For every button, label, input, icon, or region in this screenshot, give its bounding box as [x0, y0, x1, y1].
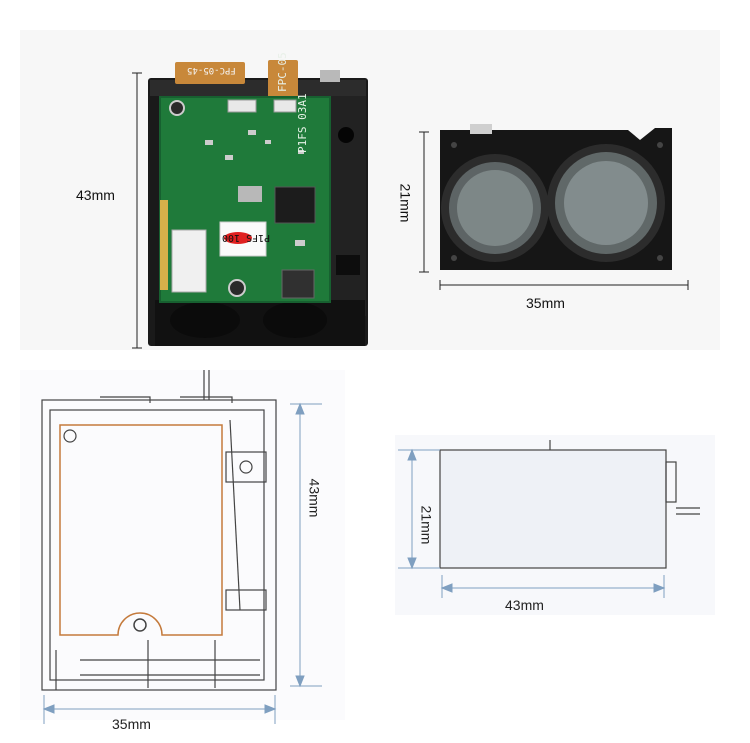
photo-front-height-dimension-line — [419, 131, 429, 273]
flex-label-2: FPC-05 — [276, 52, 289, 92]
drawing-top-width-label: 35mm — [112, 716, 151, 732]
photo-front-width-label: 35mm — [526, 295, 565, 311]
drawing-top-width-dimension-line — [42, 695, 277, 724]
photo-height-dimension-line — [132, 72, 142, 349]
drawing-side-view-outline — [439, 440, 700, 569]
drawing-background-left — [20, 370, 345, 720]
flex-label-1: FPC-05-45 — [187, 65, 236, 75]
photo-height-label: 43mm — [76, 187, 115, 203]
pcb-board — [159, 96, 331, 303]
drawing-side-height-label: 21mm — [418, 505, 435, 545]
flex-cables — [175, 60, 340, 100]
drawing-top-height-dimension-line — [290, 402, 322, 688]
drawing-side-width-label: 43mm — [505, 597, 544, 613]
drawing-top-view-outline — [41, 370, 277, 691]
photo-front-height-label: 21mm — [397, 183, 414, 223]
photo-front-width-dimension-line — [439, 280, 689, 290]
drawing-side-width-dimension-line — [440, 575, 666, 598]
pcb-model-label: P1FS 03A1 — [296, 93, 309, 153]
sticker-label: P1FS 100 — [222, 232, 271, 243]
drawing-side-height-dimension-line — [398, 448, 440, 570]
drawing-top-height-label: 43mm — [306, 478, 323, 518]
pcb-outline — [59, 424, 223, 636]
module-housing-front — [440, 124, 672, 270]
